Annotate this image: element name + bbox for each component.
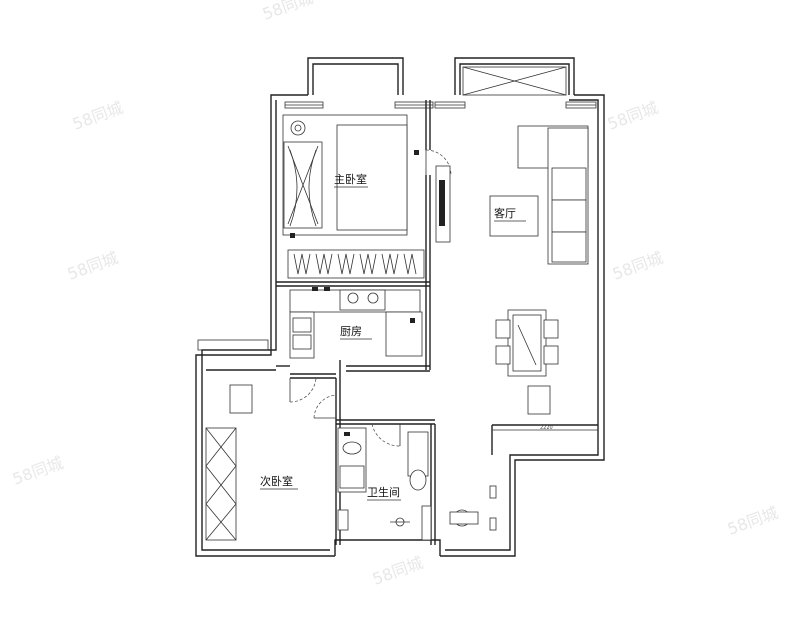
bathroom-fixtures	[337, 427, 432, 541]
second-bedroom-furniture	[205, 384, 253, 541]
windows	[197, 101, 597, 351]
entry-fixtures	[449, 485, 497, 531]
watermark: 58同城	[370, 553, 426, 589]
tv-unit	[435, 165, 451, 243]
sofa	[489, 125, 589, 265]
outer-walls	[195, 57, 605, 557]
kitchen-fixtures	[289, 287, 423, 359]
watermark: 58同城	[70, 98, 126, 134]
room-label-bathroom: 卫生间	[367, 485, 400, 499]
room-label-master-bedroom: 主卧室	[334, 172, 367, 186]
doors	[289, 149, 452, 447]
dining-table	[495, 309, 559, 415]
watermark: 58同城	[10, 453, 66, 489]
watermark: 58同城	[65, 248, 121, 284]
room-label-living-room: 客厅	[494, 206, 516, 220]
dimension-label: 2220	[540, 425, 553, 431]
wardrobe	[287, 249, 425, 279]
room-labels: 主卧室 客厅 厨房 次卧室 卫生间	[260, 172, 526, 501]
room-label-kitchen: 厨房	[340, 325, 362, 338]
watermark: 58同城	[260, 0, 316, 24]
master-bed	[282, 114, 419, 238]
watermark: 58同城	[725, 503, 781, 539]
watermark: 58同城	[610, 248, 666, 284]
watermark: 58同城	[605, 98, 661, 134]
room-label-second-bedroom: 次卧室	[260, 474, 293, 488]
